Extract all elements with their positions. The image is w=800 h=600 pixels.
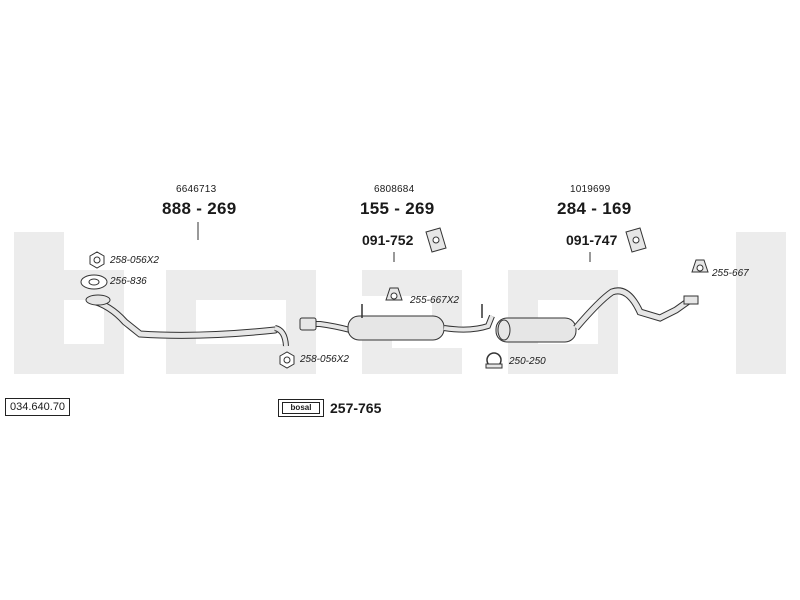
- nut-icon: [279, 351, 295, 369]
- gasket-icon: [80, 274, 108, 290]
- ref-nut-bottom: 258-056X2: [300, 354, 349, 365]
- clamp-icon: [485, 352, 503, 369]
- kit-number-box: 034.640.70: [5, 398, 71, 416]
- part-number-accessory: 257-765: [330, 400, 382, 416]
- mounting-bracket-icon: [425, 227, 447, 253]
- part-number-middle-silencer: 155 - 269: [360, 199, 435, 218]
- part-number-mount-middle: 091-752: [362, 232, 414, 248]
- rubber-hanger-icon: [691, 259, 709, 273]
- ref-hanger-middle: 255-667X2: [410, 295, 459, 306]
- ref-nut-top: 258-056X2: [110, 255, 159, 266]
- bosal-logo-box: bosal: [278, 399, 324, 417]
- part-number-mount-rear: 091-747: [566, 232, 618, 248]
- middle-silencer: [299, 304, 495, 341]
- ref-gasket: 256-836: [110, 276, 147, 287]
- front-pipe: [85, 294, 289, 347]
- part-number-rear-silencer: 284 - 169: [557, 199, 632, 218]
- ref-hanger-end: 255-667: [712, 268, 749, 279]
- mounting-bracket-icon: [625, 227, 647, 253]
- nut-icon: [89, 251, 105, 269]
- rubber-hanger-icon: [385, 287, 403, 301]
- ref-clamp: 250-250: [509, 356, 546, 367]
- rear-silencer: [495, 287, 699, 343]
- bosal-logo: bosal: [282, 402, 320, 414]
- oem-number-middle: 6808684: [374, 184, 415, 195]
- part-number-front-pipe: 888 - 269: [162, 199, 237, 218]
- oem-number-front: 6646713: [176, 184, 217, 195]
- oem-number-rear: 1019699: [570, 184, 611, 195]
